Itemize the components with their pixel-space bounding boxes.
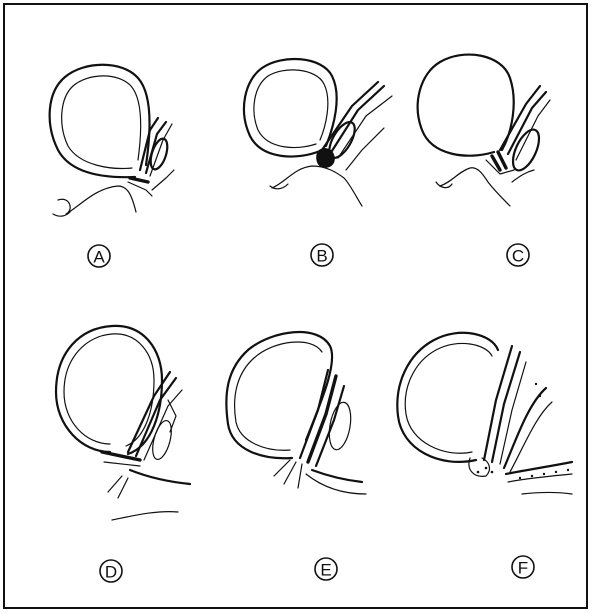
panel-f-drawing [397,333,572,494]
panel-e-drawing [226,332,366,494]
panel-label-b: B [311,244,333,266]
panel-label-d-text: D [105,563,117,582]
panel-label-a: A [88,245,110,267]
panel-label-e-text: E [320,561,331,580]
panel-label-c-text: C [512,247,524,266]
panel-b-drawing [244,59,392,206]
panel-label-f-text: F [518,559,528,578]
panel-d-drawing [56,326,190,520]
panel-label-d: D [100,560,122,582]
panel-label-b-text: B [316,247,327,266]
panel-label-f: F [512,556,534,578]
figure-border [4,4,587,608]
panel-c-drawing [418,55,550,206]
panel-label-c: C [507,244,529,266]
panel-label-a-text: A [93,248,105,267]
panel-a-drawing [50,65,174,216]
panel-label-e: E [315,558,337,580]
